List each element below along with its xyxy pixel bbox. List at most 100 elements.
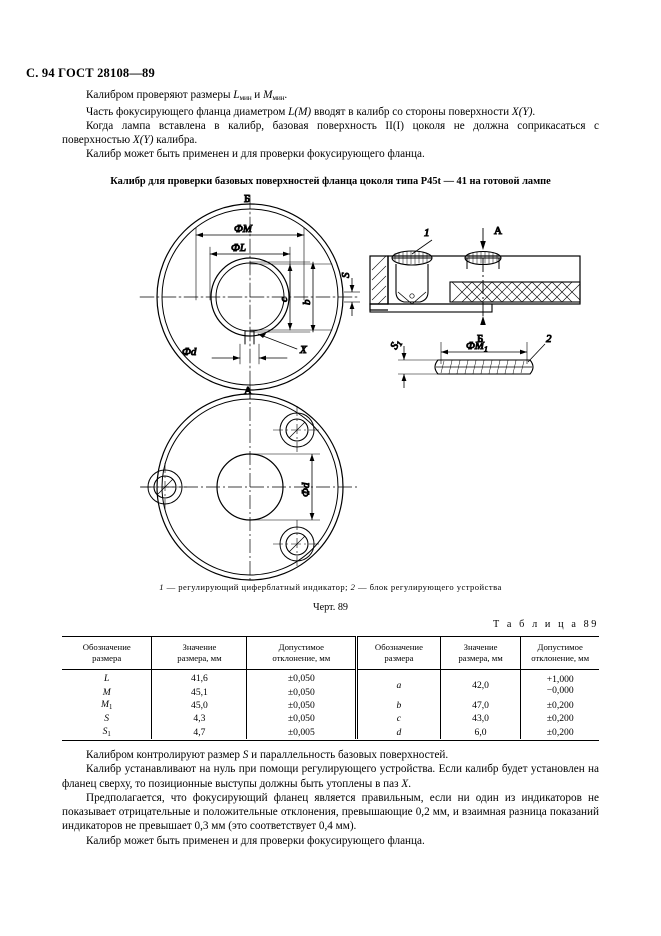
cell-tolerance: ±0,050 <box>246 685 357 699</box>
cell-value: 45,1 <box>151 685 247 699</box>
label-callout-2: 2 <box>546 333 552 345</box>
cell-value: 43,0 <box>439 712 521 726</box>
symbol-X: X <box>401 777 409 790</box>
th-designation-right: Обозначение размера <box>355 636 441 670</box>
label-notch-X: X <box>299 344 308 356</box>
cell-tolerance: +1,000 −0,000 <box>520 669 599 699</box>
subscript-min-2: мин <box>272 93 285 102</box>
symbol-text: c <box>396 713 402 725</box>
section-hatch-left <box>371 255 387 305</box>
outro-paragraph-3: Предполагается, что фокусирующий фланец … <box>62 791 599 833</box>
th-line-2: размера, мм <box>177 653 222 663</box>
intro-text-block: Калибром проверяют размеры Lмин и Mмин. … <box>62 88 599 161</box>
th-designation-left: Обозначение размера <box>62 637 152 670</box>
intro-p1-text-a: Калибром проверяют размеры <box>86 89 234 101</box>
cell-value: 4,7 <box>151 725 247 739</box>
cell-value: 4,3 <box>151 712 247 726</box>
gauge-plan-view-bottom: Фd <box>140 385 360 582</box>
cell-value: 6,0 <box>439 725 521 739</box>
cell-symbol: d <box>355 725 441 739</box>
cell-tolerance: ±0,050 <box>246 698 357 713</box>
cell-symbol: S <box>62 712 152 725</box>
table-label: Т а б л и ц а 89 <box>492 619 599 630</box>
label-section-a-bottom: А <box>244 385 252 397</box>
cell-symbol: M1 <box>62 699 152 712</box>
positioning-hole-left <box>141 463 189 511</box>
th-line-1: Допустимое <box>278 642 325 653</box>
label-dim-b: b <box>301 299 313 305</box>
symbol-text: a <box>396 679 402 691</box>
label-phi-M: ФМ <box>234 223 253 235</box>
outro-p1-text-b: и параллельность базовых поверхностей. <box>248 749 449 761</box>
cell-tolerance: ±0,050 <box>246 669 357 686</box>
th-line-2: размера <box>384 653 414 663</box>
th-line-2: размера <box>92 653 122 663</box>
th-line-1: Обозначение <box>82 642 131 653</box>
gauge-section-assembly-view: 1 А Б <box>340 225 581 388</box>
cell-symbol: M <box>62 685 152 698</box>
caption-text-a: — регулирующий циферблатный индикатор; <box>164 582 351 592</box>
symbol-letter: M <box>100 699 109 711</box>
label-phi-L: ФL <box>231 242 246 254</box>
intro-p1-text-b: и <box>251 89 264 101</box>
label-section-b-right: Б <box>477 333 483 345</box>
symbol-L-M: L(M) <box>288 106 312 119</box>
label-dim-S1: S1 <box>388 337 404 352</box>
intro-p3-text-b: калибра. <box>153 134 198 147</box>
intro-paragraph-2: Часть фокусирующего фланца диаметром L(M… <box>62 105 599 119</box>
th-line-2: размера, мм <box>458 653 503 663</box>
cell-value: 47,0 <box>439 698 521 713</box>
symbol-text: M <box>102 686 111 698</box>
intro-paragraph-1: Калибром проверяют размеры Lмин и Mмин. <box>62 88 599 105</box>
technical-drawing: Б А ФМ ФL <box>0 192 661 582</box>
symbol-subscript: 1 <box>108 704 113 712</box>
running-head: С. 94 ГОСТ 28108—89 <box>26 66 155 80</box>
caption-text-b: — блок регулирующего устройства <box>355 582 502 592</box>
symbol-X-Y-2: X(Y) <box>132 134 154 147</box>
cell-symbol: L <box>62 670 152 686</box>
label-section-b-top: Б <box>244 193 250 205</box>
intro-p2-text-c: . <box>532 106 536 119</box>
figure-title: Калибр для проверки базовых поверхностей… <box>110 176 551 187</box>
th-line-1: Значение <box>182 642 217 653</box>
table-head: Обозначение размера Значение размера, мм… <box>62 636 599 670</box>
outro-paragraph-2: Калибр устанавливают на нуль при помощи … <box>62 762 599 791</box>
th-value-right: Значение размера, мм <box>439 636 521 670</box>
caption-item-2: 2 <box>350 582 356 592</box>
th-line-2: отклонение, мм <box>272 653 331 663</box>
table-bottom-rule <box>62 740 599 741</box>
positioning-hole-upper-right <box>273 406 321 454</box>
symbol-text: S1 <box>102 726 111 738</box>
crosshatch-band <box>451 281 581 303</box>
cell-value: 42,0 <box>439 669 521 699</box>
intro-paragraph-3: Когда лампа вставлена в калибр, базовая … <box>62 119 599 147</box>
label-callout-1: 1 <box>424 227 430 239</box>
outro-p2-text-b: . <box>408 777 411 790</box>
cell-tolerance: ±0,200 <box>520 725 599 739</box>
symbol-letter: S <box>102 726 108 738</box>
th-line-1: Обозначение <box>374 642 423 653</box>
th-value-left: Значение размера, мм <box>151 636 247 670</box>
knurl-dial-2 <box>468 251 498 264</box>
intro-p2-text-a: Часть фокусирующего фланца диаметром <box>86 106 289 119</box>
table-row: M 45,1 ±0,050 <box>62 685 599 699</box>
knurl-dial-1 <box>394 251 428 264</box>
outro-p2-text-a: Калибр устанавливают на нуль при помощи … <box>62 763 599 790</box>
cell-symbol: S1 <box>62 726 152 739</box>
th-line-1: Допустимое <box>537 642 583 653</box>
label-phi-d-top: Фd <box>182 346 197 358</box>
table-header-row: Обозначение размера Значение размера, мм… <box>62 636 599 670</box>
table-row: S 4,3 ±0,050 c 43,0 ±0,200 <box>62 712 599 726</box>
symbol-X-Y-1: X(Y) <box>511 106 533 119</box>
th-tolerance-left: Допустимое отклонение, мм <box>246 636 357 670</box>
positioning-hole-lower-right <box>273 520 321 568</box>
table-body: L 41,6 ±0,050 a 42,0 +1,000 −0,000 M 45,… <box>62 669 599 739</box>
subscript-min-1: мин <box>239 93 252 102</box>
symbol-M: M <box>263 89 273 101</box>
caption-item-1: 1 <box>159 582 165 592</box>
cell-value: 41,6 <box>151 669 247 686</box>
outro-text-block: Калибром контролируют размер S и паралле… <box>62 748 599 848</box>
symbol-text: d <box>396 726 402 738</box>
figure-caption: 1 — регулирующий циферблатный индикатор;… <box>0 582 661 592</box>
